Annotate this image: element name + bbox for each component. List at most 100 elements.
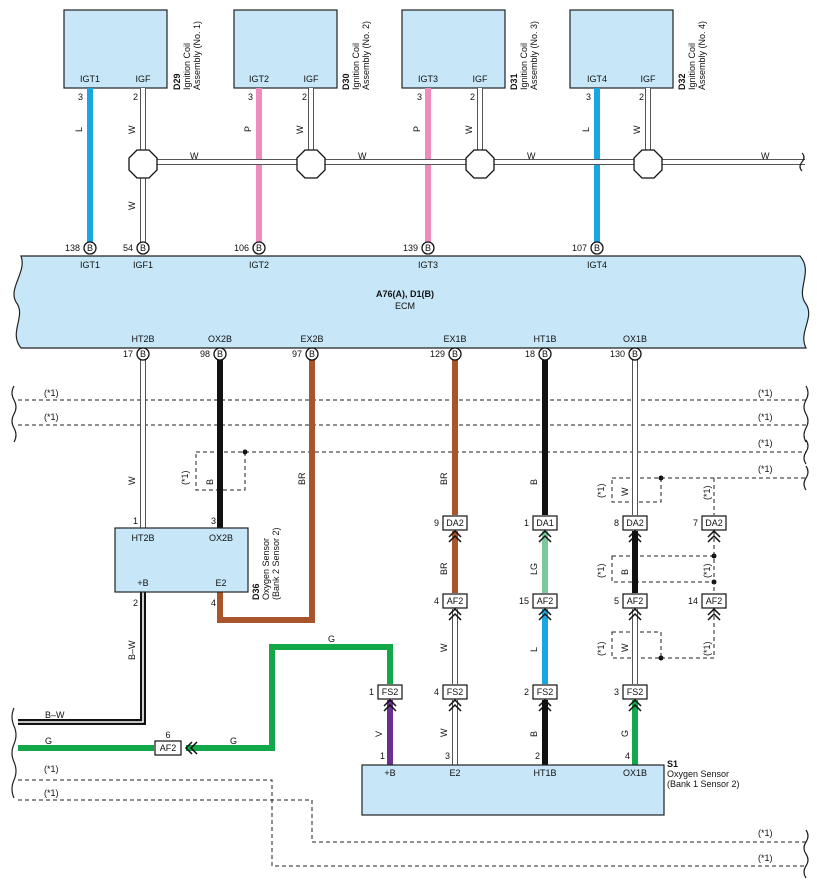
ecm-pin-98-b: B <box>217 349 223 359</box>
note-10: (*1) <box>758 853 773 863</box>
note-4: (*1) <box>758 412 773 422</box>
ecm-pin-107-icon <box>590 241 604 255</box>
ecm-pin-106-num: 106 <box>234 243 249 253</box>
junction-2-icon <box>296 149 326 179</box>
d36-pin-4: 4 <box>211 598 216 608</box>
ecm-box <box>13 255 810 349</box>
coil-1-pin-igf: 2 <box>133 92 138 102</box>
connector-da2-7: DA2 7 <box>693 515 727 543</box>
d36-term-ht2b: HT2B <box>131 533 154 543</box>
coil-3-igf-wire-color: W <box>464 125 474 134</box>
ecm-label-ox1b: OX1B <box>623 334 647 344</box>
note-8: (*1) <box>44 788 59 798</box>
igt4-wire-color: L <box>581 127 591 132</box>
note-box-3: (*1) <box>702 485 712 500</box>
svg-text:1: 1 <box>369 687 374 697</box>
ecm-pin-17-icon <box>136 347 150 361</box>
coil-4-pin-label-igt4: IGT4 <box>587 74 607 84</box>
g-wire-upper <box>186 644 393 751</box>
svg-text:15: 15 <box>519 596 529 606</box>
coil-1-name-line2: Assembly (No. 1) <box>192 21 202 90</box>
s1-term-ht1b: HT1B <box>533 768 556 778</box>
ecm-pin-129-num: 129 <box>430 349 445 359</box>
ht1b-l-color: L <box>529 647 539 652</box>
svg-text:DA2: DA2 <box>626 518 644 528</box>
note-5: (*1) <box>758 438 773 448</box>
svg-text:DA2: DA2 <box>705 518 723 528</box>
ecm-pin-106-icon <box>252 241 266 255</box>
ecm-pin-18-icon <box>538 347 552 361</box>
ecm-pin-130-b: B <box>632 349 638 359</box>
ecm-pin-107-label: IGT4 <box>587 260 607 270</box>
bw-horizontal-color: B–W <box>45 710 65 720</box>
s1-pin-3: 3 <box>445 751 450 761</box>
d36-term-e2: E2 <box>215 578 226 588</box>
coil-4-box <box>569 9 674 89</box>
connector-af2-14: AF2 14 <box>688 593 727 621</box>
note-3: (*1) <box>758 388 773 398</box>
ecm-pin-139-icon <box>421 241 435 255</box>
note-9: (*1) <box>758 828 773 838</box>
coil-1-ref: D29 <box>172 73 182 90</box>
coil-2-pin-label-igt2: IGT2 <box>249 74 269 84</box>
coil-4-name-line2: Assembly (No. 4) <box>697 21 707 90</box>
ht2b-wire-color: W <box>127 476 137 485</box>
s1-term-e2: E2 <box>449 768 460 778</box>
svg-text:DA1: DA1 <box>536 518 554 528</box>
note-7: (*1) <box>44 764 59 774</box>
coil-1-pin-igt: 3 <box>78 92 83 102</box>
connector-da2-9: DA2 9 <box>434 515 468 543</box>
ecm-top-pins: B 138 IGT1 B 54 IGF1 B 106 IGT2 B 139 IG… <box>65 241 607 270</box>
ht1b-mid-color: LG <box>529 563 539 575</box>
svg-text:9: 9 <box>434 518 439 528</box>
g-left-color: G <box>45 736 52 746</box>
coil-3-name-line1: Ignition Coil <box>519 43 529 90</box>
ecm-pin-139-label: IGT3 <box>418 260 438 270</box>
coil-2-ref: D30 <box>341 73 351 90</box>
connector-fs2-1: FS2 1 <box>369 684 403 712</box>
d36-name-line2: (Bank 2 Sensor 2) <box>271 527 281 600</box>
svg-text:AF2: AF2 <box>537 596 554 606</box>
s1-ref: S1 <box>667 759 678 769</box>
s1-term-ox1b: OX1B <box>623 768 647 778</box>
coil-2-name-line1: Ignition Coil <box>351 43 361 90</box>
ecm-label-ht1b: HT1B <box>533 334 556 344</box>
ecm-pin-17-num: 17 <box>123 349 133 359</box>
svg-text:8: 8 <box>614 518 619 528</box>
ox1b-g-color: G <box>620 730 630 737</box>
coil-3-box <box>401 9 506 89</box>
svg-text:3: 3 <box>614 687 619 697</box>
bus-wire-color-2: W <box>358 151 367 161</box>
svg-text:4: 4 <box>434 596 439 606</box>
bw-wire <box>18 592 146 725</box>
ex2b-wire <box>217 358 315 623</box>
ex1b-mid-color: BR <box>439 562 449 575</box>
coil-1-igf-wire-color: W <box>127 125 137 134</box>
coil-2-igf-wire-color: W <box>295 125 305 134</box>
ecm-pin-17-b: B <box>140 349 146 359</box>
junction-3-icon <box>465 149 495 179</box>
ecm-label-ex1b: EX1B <box>443 334 466 344</box>
ecm-pin-97-num: 97 <box>292 349 302 359</box>
ecm-pin-138-label: IGT1 <box>80 260 100 270</box>
ecm-pin-138-icon <box>83 241 97 255</box>
junction-4-icon <box>633 149 663 179</box>
ecm-bottom-pins: B 17 B 98 B 97 B 129 B 18 B 130 <box>123 347 642 361</box>
ecm-label-ex2b: EX2B <box>300 334 323 344</box>
ecm-pin-106-label: IGT2 <box>249 260 269 270</box>
ecm-pin-130-num: 130 <box>610 349 625 359</box>
ecm-pin-97-icon <box>305 347 319 361</box>
svg-text:14: 14 <box>688 596 698 606</box>
ecm-pin-130-icon <box>628 347 642 361</box>
s1-pin-2: 2 <box>535 751 540 761</box>
coil-3: IGT3 IGF D31 Ignition Coil Assembly (No.… <box>401 9 539 90</box>
ecm-pin-139-b: B <box>425 243 431 253</box>
s1-pin-1: 1 <box>380 751 385 761</box>
bus-wire-color-3: W <box>527 151 536 161</box>
ecm-pin-107-num: 107 <box>572 243 587 253</box>
junction-1-icon <box>128 149 158 179</box>
coil-3-pin-igf: 2 <box>470 92 475 102</box>
ecm-ref: A76(A), D1(B) <box>376 289 434 299</box>
svg-text:DA2: DA2 <box>446 518 464 528</box>
note-box-6: (*1) <box>596 641 606 656</box>
